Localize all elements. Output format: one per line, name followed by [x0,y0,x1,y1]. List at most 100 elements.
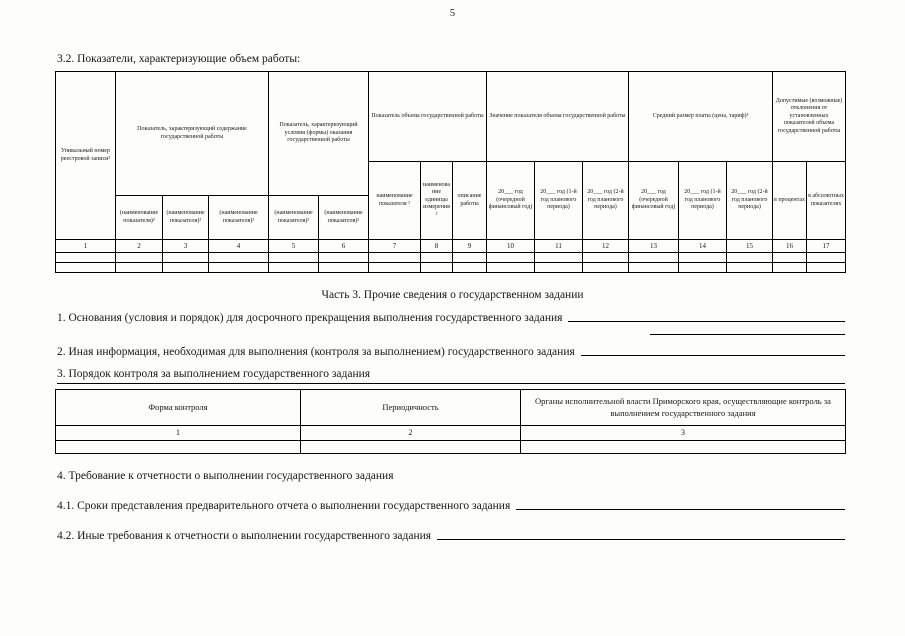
unique-number-header: Уникальный номер реестровой записи² [55,71,116,240]
column-number-cell: 1 [55,239,116,253]
control-form-header: Форма контроля [55,389,301,426]
item-2-text: 2. Иная информация, необходимая для выпо… [57,346,575,358]
empty-cell [368,252,421,263]
control-numbers-row: 1 2 3 [55,424,846,442]
item-4-1-text: 4.1. Сроки представления предварительног… [57,500,511,513]
column-number-cell: 16 [772,239,808,253]
control-header-row: Форма контроля Периодичность Органы испо… [55,389,846,426]
empty-cell [628,252,679,263]
empty-cell [268,262,319,273]
column-number-cell: 2 [300,424,521,442]
payment-size-group-header: Средний размер платы (цена, тариф)³ [627,71,774,162]
absolute-deviation-subheader: в абсолютных показателях [806,161,847,240]
empty-cell [420,262,453,273]
item-3-control-procedure: 3. Порядок контроля за выполнением госуд… [57,368,845,384]
payment-year-current-subheader: 20___ год (очередной финансовый год) [628,161,679,240]
page-number: 5 [449,8,456,19]
volume-indicator-group-header: Показатель объема государственной работы [368,71,487,162]
item-4-1-preliminary-report-terms: 4.1. Сроки представления предварительног… [57,500,845,512]
deviations-group-header: Допустимые (возможные) отклонения от уст… [772,71,847,162]
column-number-cell: 2 [115,239,163,253]
column-number-cell: 10 [486,239,535,253]
payment-year-second-subheader: 20___ год (2-й год планового периода) [725,161,774,240]
blank-fill-line [516,500,845,511]
work-description-subheader: описание работы [452,161,487,240]
column-number-cell: 12 [582,239,629,253]
value-year-current-subheader: 20___ год (очередной финансовый год) [486,161,535,240]
empty-cell [208,262,269,273]
empty-cell [534,262,583,273]
column-number-cell: 4 [208,239,269,253]
item-1-text: 1. Основания (условия и порядок) для дос… [57,312,563,324]
column-number-cell: 14 [678,239,727,253]
column-number-cell: 17 [806,239,847,253]
item-4-2-other-reporting-requirements: 4.2. Иные требования к отчетности о выпо… [57,530,845,542]
column-number-cell: 13 [628,239,679,253]
column-number-cell: 11 [534,239,583,253]
item-4-reporting-requirement: 4. Требование к отчетности о выполнении … [57,470,394,483]
empty-cell [772,252,808,263]
empty-cell [115,252,163,263]
empty-cell [368,262,421,273]
empty-cell [420,252,453,263]
indicator-name-cell: (наименование показателя)² [162,195,209,240]
empty-cell [55,440,301,455]
empty-cell [806,262,847,273]
volume-value-group-header: Значение показателя объема государственн… [486,71,629,162]
payment-year-first-subheader: 20___ год (1-й год планового периода) [678,161,727,240]
item-4-2-text: 4.2. Иные требования к отчетности о выпо… [57,530,432,543]
empty-cell [115,262,163,273]
empty-cell [678,252,727,263]
empty-cell [162,252,209,263]
empty-cell [628,262,679,273]
column-numbers-row: 1 2 3 4 5 6 7 8 9 10 11 12 13 14 15 16 1… [55,239,847,253]
column-number-cell: 7 [368,239,421,253]
percent-deviation-subheader: в процентах [772,161,808,240]
empty-data-row [55,440,846,455]
empty-cell [486,252,535,263]
column-number-cell: 15 [725,239,774,253]
column-number-cell: 9 [452,239,487,253]
empty-cell [678,262,727,273]
column-number-cell: 3 [520,424,846,442]
empty-cell [55,262,116,273]
item-2-other-information: 2. Иная информация, необходимая для выпо… [57,346,845,358]
section-3-2-title: 3.2. Показатели, характеризующие объем р… [57,53,301,65]
blank-fill-line [437,530,845,541]
periodicity-header: Периодичность [300,389,521,426]
blank-fill-line [650,333,845,335]
content-indicator-group-header: Показатель, характеризующий содержание г… [115,71,269,196]
empty-cell [268,252,319,263]
empty-cell [534,252,583,263]
empty-cell [55,252,116,263]
empty-cell [520,440,846,455]
empty-data-row [55,252,847,263]
value-year-first-subheader: 20___ год (1-й год планового периода) [534,161,583,240]
volume-indicators-table: Уникальный номер реестровой записи² Пока… [55,71,847,273]
indicator-name-cell: (наименование показателя)² [268,195,319,240]
header-row-indicator-names: (наименование показателя)² (наименование… [56,195,846,240]
empty-cell [725,262,774,273]
empty-cell [582,262,629,273]
indicator-name-cell: (наименование показателя)² [208,195,269,240]
part-3-title: Часть 3. Прочие сведения о государственн… [321,289,584,301]
empty-cell [725,252,774,263]
value-year-second-subheader: 20___ год (2-й год планового периода) [582,161,629,240]
column-number-cell: 1 [55,424,301,442]
blank-fill-line [568,312,845,322]
empty-cell [806,252,847,263]
control-bodies-header: Органы исполнительной власти Приморского… [520,389,846,426]
column-number-cell: 6 [318,239,369,253]
conditions-indicator-group-header: Показатель, характеризующий условия (фор… [268,71,369,196]
column-number-cell: 8 [420,239,453,253]
blank-fill-line [580,346,845,356]
control-table: Форма контроля Периодичность Органы испо… [55,389,846,455]
empty-cell [772,262,808,273]
empty-data-row [55,262,847,273]
header-row-groups: Уникальный номер реестровой записи² Пока… [55,71,847,240]
indicator-name-cell: (наименование показателя)² [115,195,163,240]
unit-name-subheader: наименование единицы измерения ² [420,161,453,240]
header-row-sub: наименование показателя ² наименование е… [56,161,847,240]
indicator-name-subheader: наименование показателя ² [368,161,421,240]
